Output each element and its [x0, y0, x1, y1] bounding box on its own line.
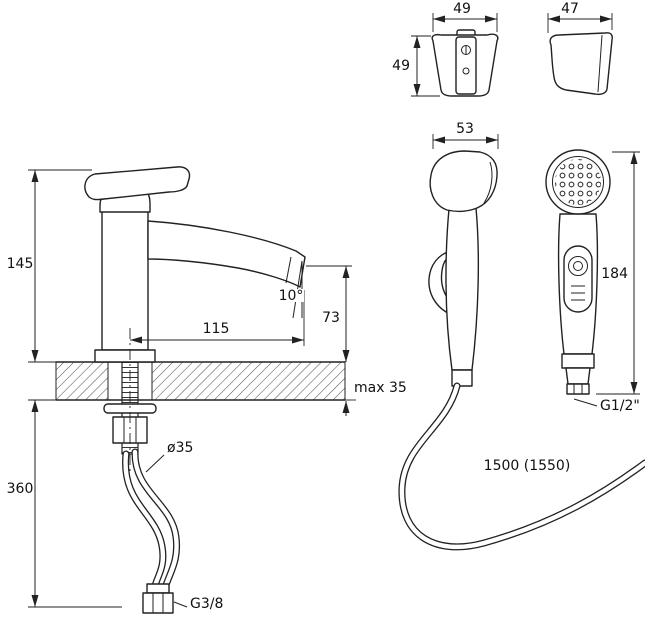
dim-label-spray-length: 184 — [601, 266, 628, 282]
dim-deck-thickness: max 35 — [342, 380, 407, 416]
dim-bracket-side-width: 47 — [547, 1, 613, 33]
spray-button — [568, 256, 588, 276]
shower-hose: 1500 (1550) — [398, 382, 645, 551]
spray-collar — [561, 353, 595, 369]
spray-nozzles — [555, 159, 601, 205]
dim-spout-height: 73 — [306, 265, 352, 362]
dim-label-bracket-width: 49 — [453, 1, 471, 17]
dim-bracket-width: 49 — [432, 1, 498, 32]
dim-spout-angle: 10° — [278, 260, 304, 319]
dim-bracket-height: 49 — [392, 35, 440, 97]
counter-section — [55, 361, 346, 401]
dim-spray-length: 184 — [596, 151, 640, 395]
spray-button-plate — [563, 245, 593, 313]
bracket-front-view — [431, 29, 499, 97]
dim-label-faucet-height: 145 — [7, 256, 34, 272]
dim-label-supply-length: 360 — [7, 481, 34, 497]
bracket-plate — [455, 36, 477, 95]
spray-head-side — [429, 150, 498, 213]
counter-hatch-right — [152, 362, 345, 400]
hose-collar — [146, 583, 170, 594]
dim-label-bracket-side-width: 47 — [561, 1, 579, 17]
dim-label-supply-thread: G3/8 — [190, 596, 223, 612]
spray-hose-nut — [566, 383, 590, 395]
spray-face-ring — [552, 156, 604, 208]
handspray-front-view — [545, 149, 611, 395]
spray-handle-side — [445, 207, 480, 371]
label-backing — [278, 289, 304, 302]
dim-label-deck-thickness: max 35 — [354, 380, 407, 396]
dim-label-spout-reach: 115 — [203, 321, 230, 337]
screw-hole — [462, 67, 470, 75]
dim-spray-thread: G1/2" — [573, 398, 640, 414]
aerator-line — [285, 256, 292, 284]
dim-supply-thread: G3/8 — [173, 596, 223, 612]
faucet-base — [94, 349, 156, 363]
supply-hoses — [122, 448, 181, 614]
dim-spray-head-width: 53 — [432, 121, 499, 149]
dim-label-spray-thread: G1/2" — [600, 398, 640, 414]
dim-label-hose-length: 1500 (1550) — [484, 458, 571, 474]
bracket-side-view — [549, 32, 613, 96]
faucet-lever-handle — [84, 166, 191, 201]
dim-label-hole-diameter: ø35 — [167, 440, 193, 456]
dim-label-spout-angle: 10° — [279, 288, 304, 304]
spray-connector-front — [565, 367, 591, 385]
faucet-side-view — [84, 166, 306, 472]
faucet-body — [101, 207, 149, 351]
washer — [103, 403, 157, 414]
supply-thread-nut — [142, 592, 174, 614]
dim-label-spray-head-width: 53 — [456, 121, 474, 137]
dim-supply-length: 360 — [7, 399, 122, 608]
dim-label-spout-height: 73 — [322, 310, 340, 326]
spray-connector-side — [451, 369, 473, 387]
dim-hole-diameter: ø35 — [145, 440, 193, 473]
bracket-wedge — [549, 32, 613, 96]
handspray-side-view — [428, 150, 498, 387]
dim-label-bracket-height: 49 — [392, 58, 410, 74]
faucet-spout — [147, 220, 306, 288]
dim-faucet-height: 145 — [7, 169, 92, 363]
counter-hatch-left — [56, 362, 108, 400]
